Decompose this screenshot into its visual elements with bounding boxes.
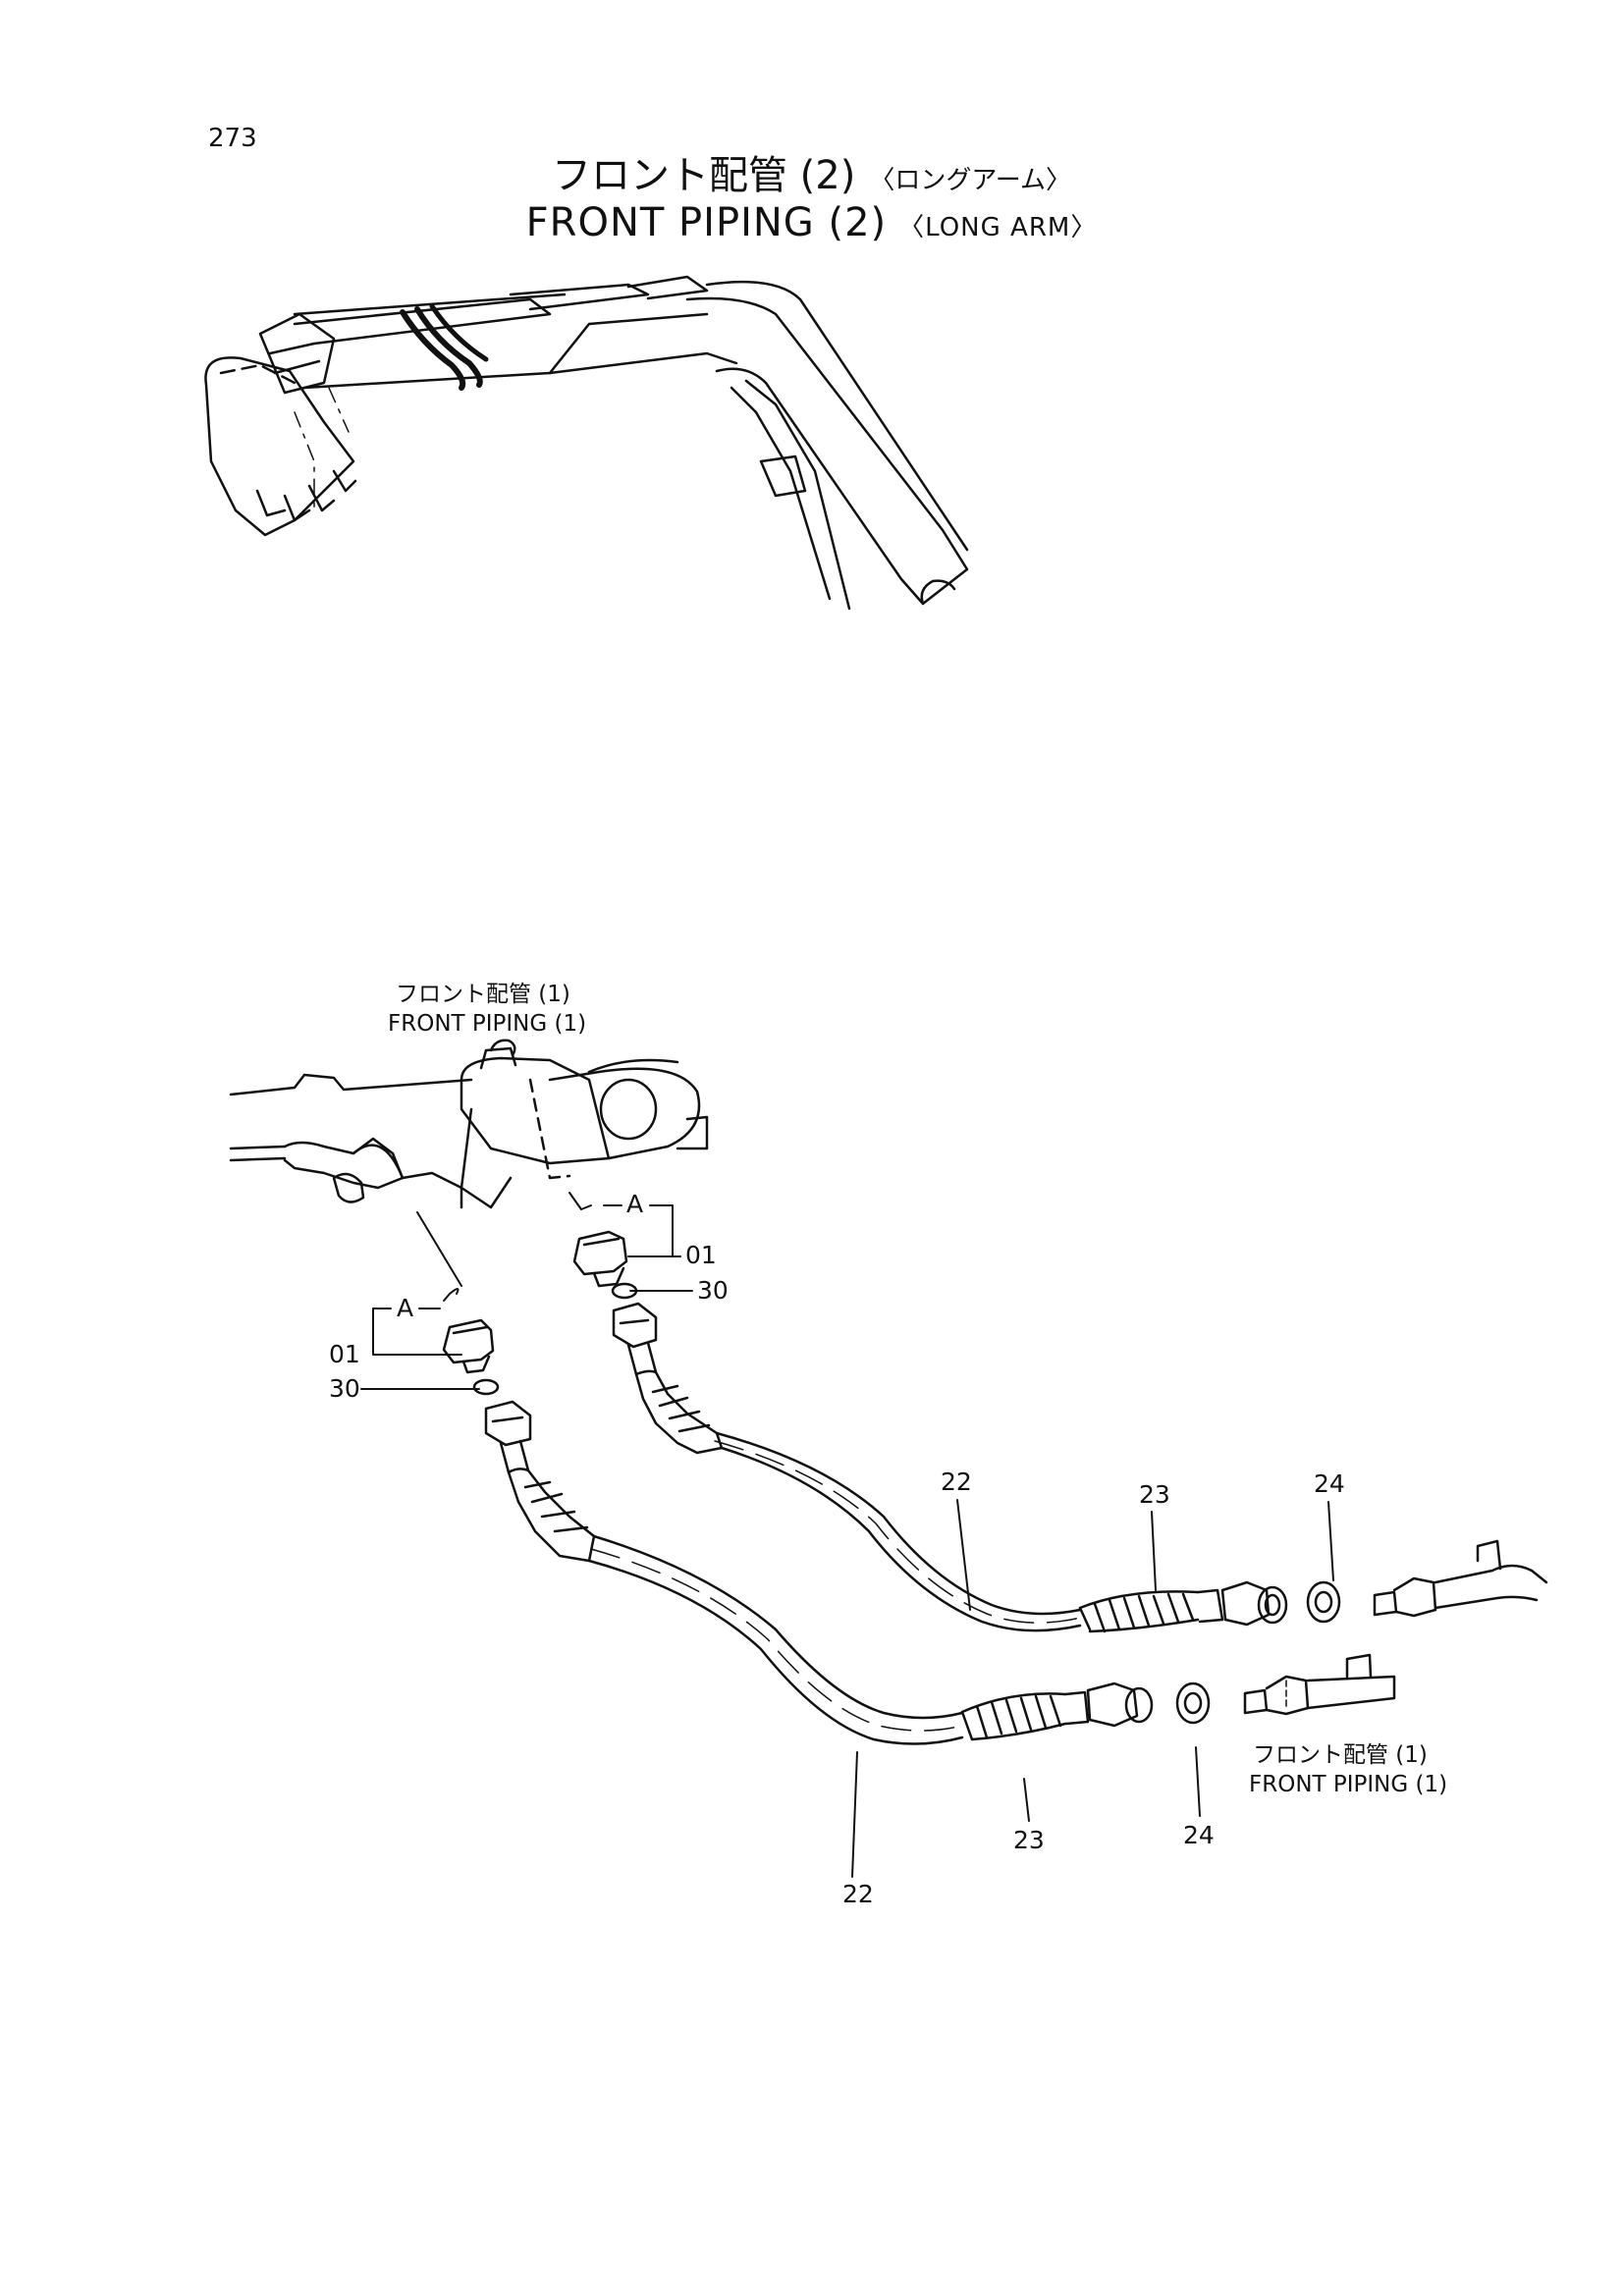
reference-front-piping-1-top: フロント配管 (1) FRONT PIPING (1) (388, 980, 586, 1039)
callout-30-upper: 30 (697, 1276, 729, 1305)
front-piping-1-pipes (229, 1039, 709, 1209)
detail-label-a-lower: A (397, 1294, 414, 1322)
callout-30-lower: 30 (329, 1374, 360, 1403)
callout-22-upper: 22 (941, 1468, 972, 1496)
lower-hose-assembly (484, 1400, 1396, 1745)
callout-01-lower: 01 (329, 1340, 360, 1368)
callout-23-lower: 23 (1013, 1826, 1045, 1854)
title-jp-main: フロント配管 (2) (551, 153, 856, 198)
reference-bottom-en: FRONT PIPING (1) (1249, 1772, 1448, 1797)
adapter-fittings (442, 1230, 638, 1396)
callout-22-lower: 22 (842, 1880, 874, 1908)
page-number: 273 (208, 124, 257, 153)
reference-top-en: FRONT PIPING (1) (388, 1011, 587, 1037)
title-japanese: フロント配管 (2) 〈ロングアーム〉 (0, 143, 1623, 200)
leader-lines (360, 1192, 1334, 1878)
callout-01-upper: 01 (685, 1241, 717, 1269)
reference-front-piping-1-bottom: フロント配管 (1) FRONT PIPING (1) (1249, 1740, 1447, 1799)
reference-top-jp: フロント配管 (1) (396, 982, 570, 1007)
detail-label-a-upper: A (626, 1190, 644, 1218)
title-en-sub: 〈LONG ARM〉 (898, 213, 1098, 242)
reference-bottom-jp: フロント配管 (1) (1253, 1742, 1428, 1768)
title-english: FRONT PIPING (2) 〈LONG ARM〉 (0, 200, 1623, 245)
upper-hose-assembly (612, 1302, 1548, 1633)
title-jp-sub: 〈ロングアーム〉 (869, 166, 1072, 195)
arm-overview-illustration (204, 275, 969, 611)
title-en-main: FRONT PIPING (2) (525, 200, 888, 245)
callout-24-lower: 24 (1183, 1821, 1215, 1849)
callout-23-upper: 23 (1139, 1480, 1170, 1509)
callout-24-upper: 24 (1314, 1469, 1345, 1498)
